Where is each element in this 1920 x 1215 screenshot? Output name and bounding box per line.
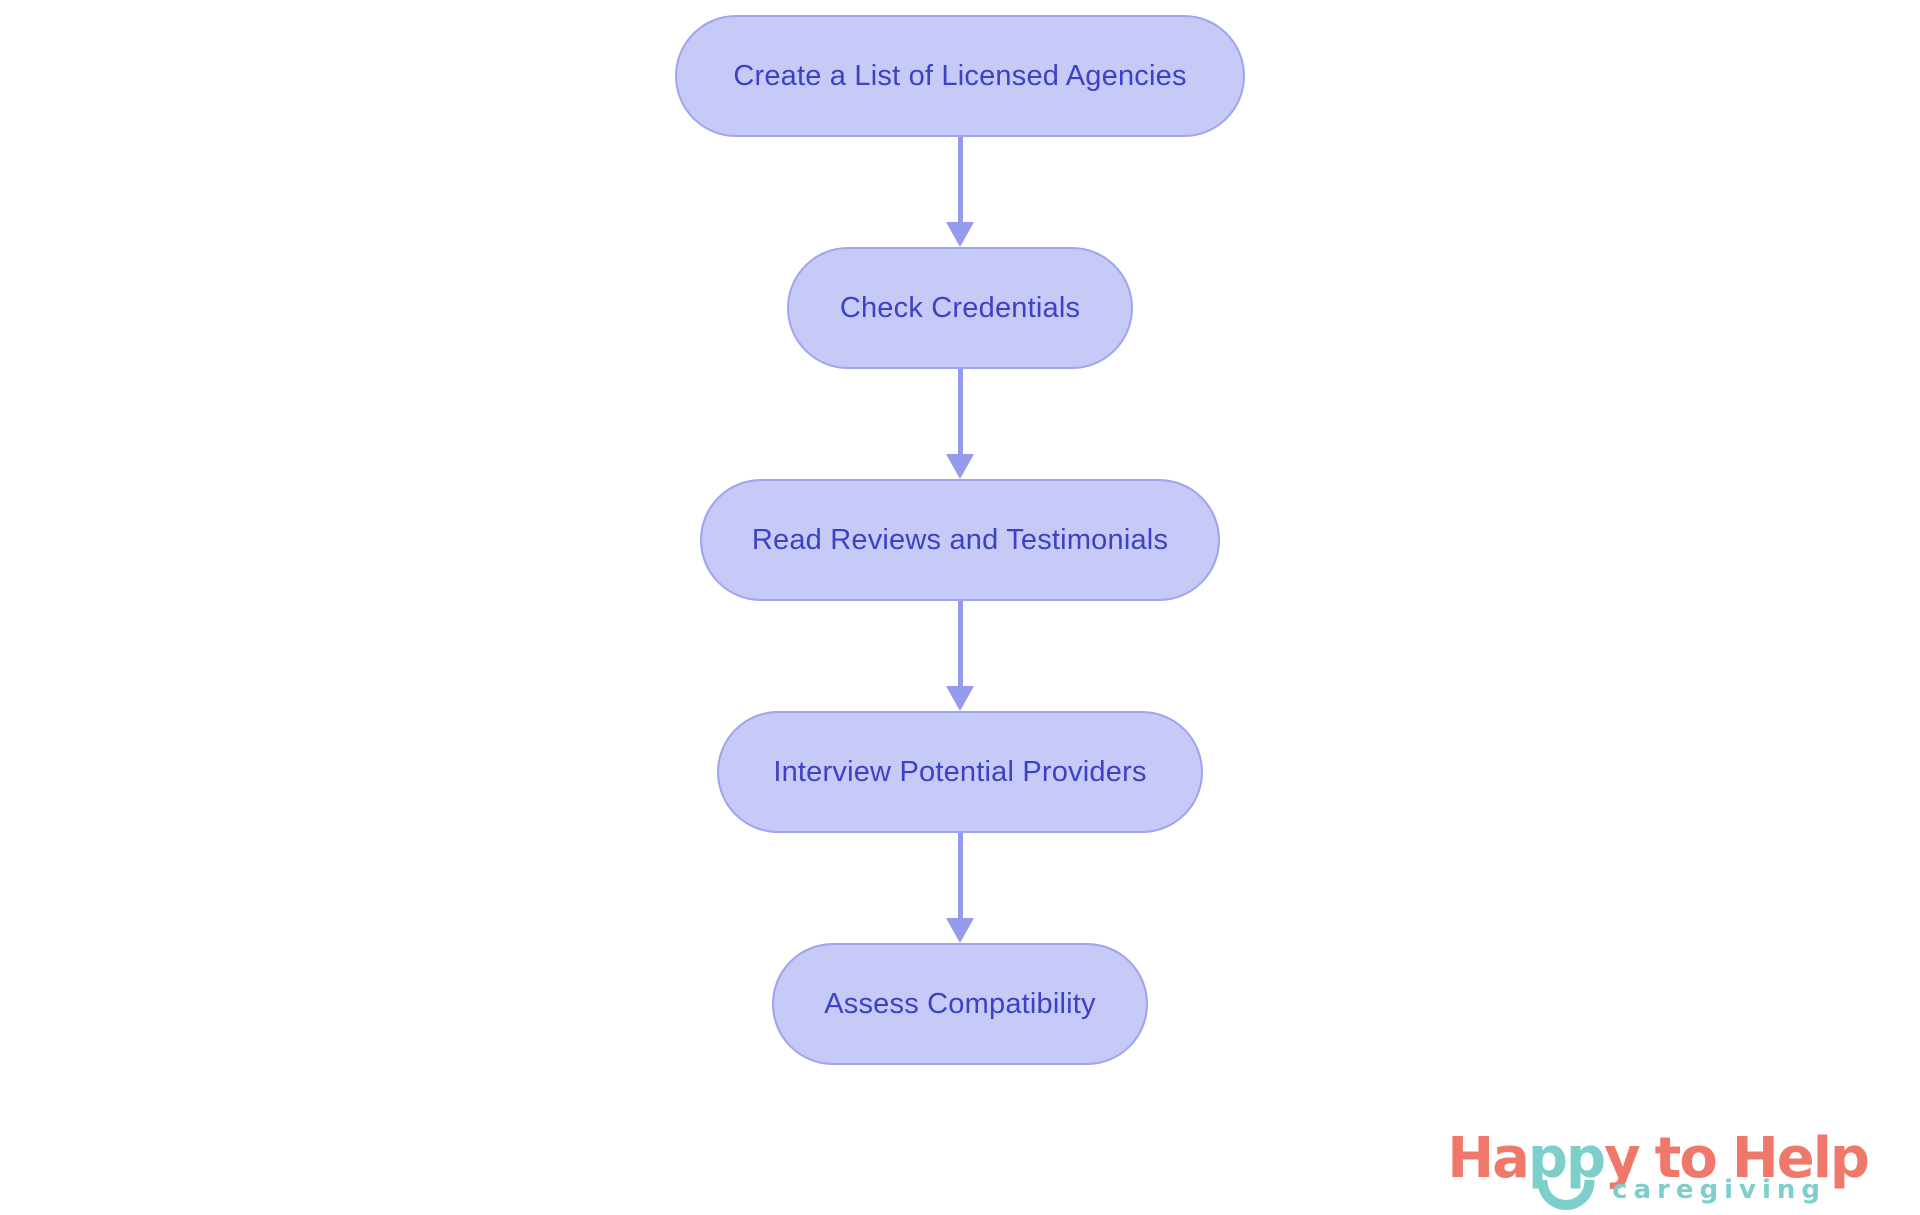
- logo-word-pp: pp: [1528, 1131, 1606, 1210]
- smile-icon: [1537, 1180, 1595, 1210]
- flow-node-create-list: Create a List of Licensed Agencies: [675, 15, 1245, 137]
- arrow-line: [957, 601, 963, 686]
- node-label: Interview Potential Providers: [773, 755, 1147, 788]
- node-label: Read Reviews and Testimonials: [751, 523, 1169, 556]
- flow-node-read-reviews: Read Reviews and Testimonials: [700, 479, 1220, 601]
- arrow-down-icon: [946, 918, 974, 943]
- logo-tagline: caregiving: [1612, 1175, 1826, 1205]
- flowchart: Create a List of Licensed Agencies Check…: [0, 15, 1920, 1065]
- flow-arrow-1: [946, 137, 974, 247]
- arrow-down-icon: [946, 222, 974, 247]
- flow-arrow-4: [946, 833, 974, 943]
- arrow-line: [957, 369, 963, 454]
- logo-word-y: y: [1604, 1126, 1640, 1191]
- arrow-line: [957, 833, 963, 918]
- flow-node-interview-providers: Interview Potential Providers: [717, 711, 1203, 833]
- logo-word-ha: Ha: [1447, 1126, 1530, 1191]
- logo-word-to: to: [1654, 1126, 1718, 1191]
- node-label: Create a List of Licensed Agencies: [733, 59, 1187, 92]
- node-label: Check Credentials: [839, 291, 1081, 324]
- logo-word-help: Help: [1731, 1126, 1870, 1191]
- arrow-down-icon: [946, 454, 974, 479]
- flow-arrow-3: [946, 601, 974, 711]
- flow-node-check-credentials: Check Credentials: [787, 247, 1133, 369]
- flow-node-assess-compatibility: Assess Compatibility: [772, 943, 1148, 1065]
- arrow-down-icon: [946, 686, 974, 711]
- node-label: Assess Compatibility: [824, 987, 1096, 1020]
- flow-arrow-2: [946, 369, 974, 479]
- arrow-line: [957, 137, 963, 222]
